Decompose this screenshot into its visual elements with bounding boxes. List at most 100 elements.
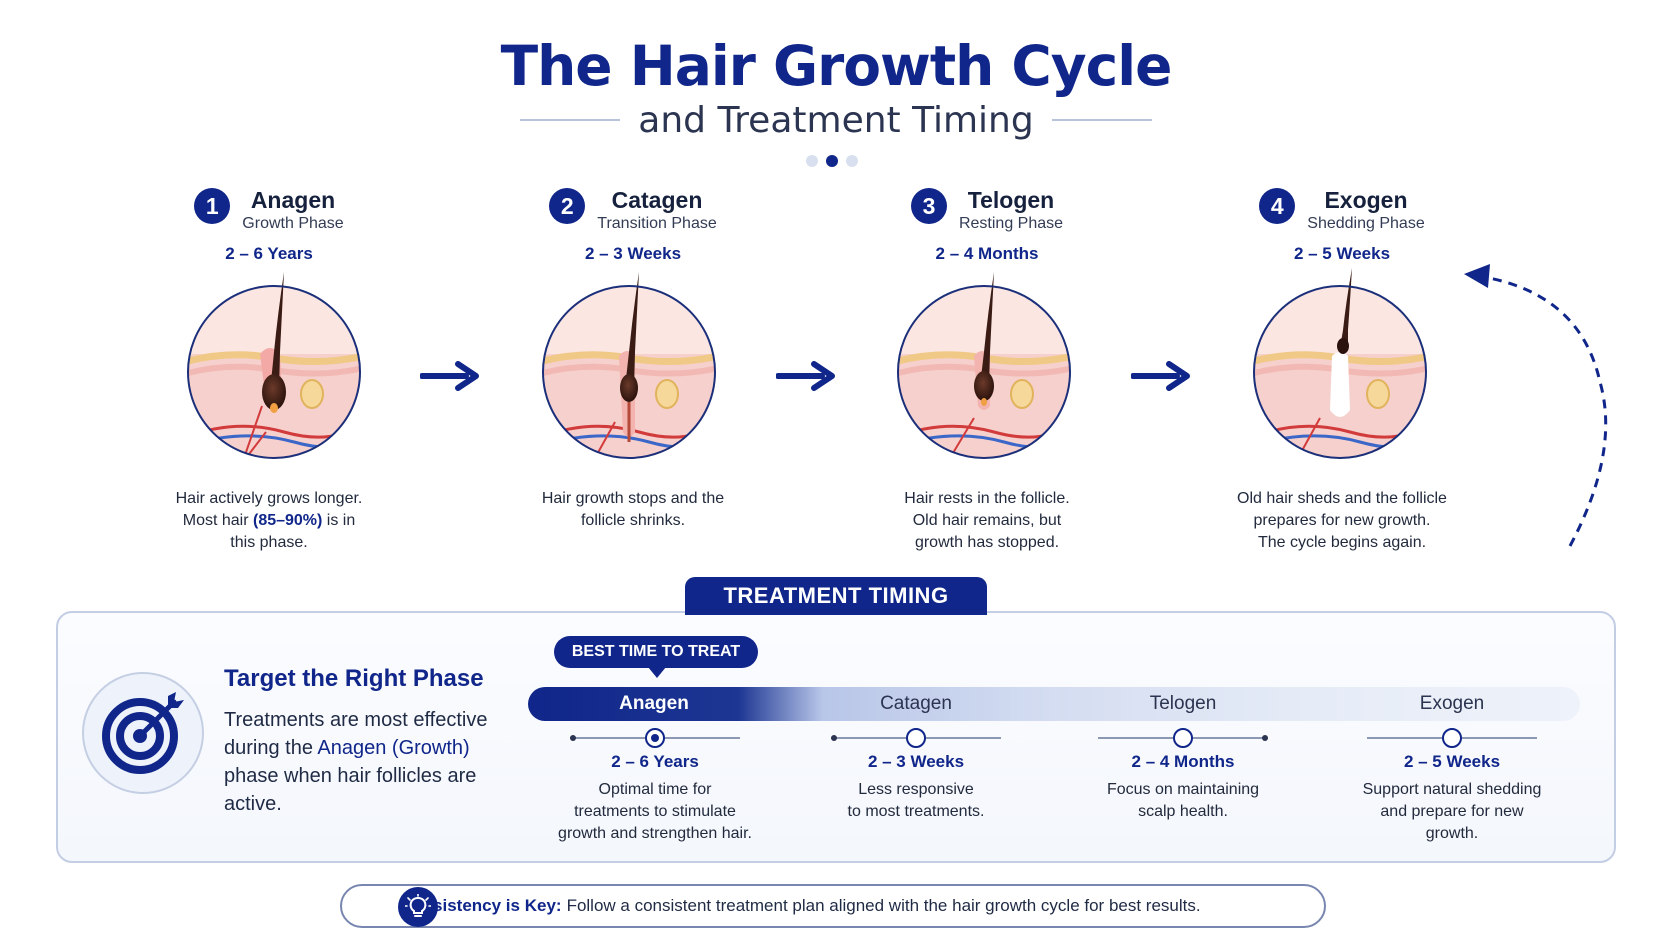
follicle-illustration-catagen	[542, 272, 716, 459]
timeline-segment-exogen: Exogen	[1419, 693, 1485, 714]
timing-line: Optimal time for	[598, 781, 712, 798]
phase-name: Exogen	[1324, 187, 1408, 213]
timing-duration: 2 – 6 Years	[611, 752, 699, 771]
phase-names: Telogen Resting Phase	[959, 186, 1063, 234]
timing-line: scalp health.	[1138, 803, 1228, 820]
arrow-right-icon	[420, 361, 479, 391]
timing-line: Focus on maintaining	[1106, 781, 1260, 798]
timeline-end-dot	[831, 735, 837, 741]
phase-name: Catagen	[611, 187, 703, 213]
phase-description: Hair growth stops and the follicle shrin…	[468, 488, 798, 532]
curved-return-arrow-icon	[1464, 264, 1608, 547]
timing-line: treatments to stimulate	[574, 803, 736, 820]
timing-line: Less responsive	[858, 781, 974, 798]
timing-column-exogen: 2 – 5 Weeks Support natural shedding and…	[1327, 752, 1577, 845]
phase-name: Anagen	[250, 187, 336, 213]
desc-line: Hair growth stops and the	[541, 490, 725, 507]
subtitle-row: and Treatment Timing	[520, 95, 1153, 145]
desc-line: prepares for new growth.	[1253, 512, 1431, 529]
page-dots	[806, 155, 858, 167]
timeline-segment-telogen: Telogen	[1149, 693, 1217, 714]
timing-description: Less responsive to most treatments.	[791, 779, 1041, 823]
desc-text: is in	[322, 512, 356, 529]
follicle-illustration-exogen	[1253, 268, 1427, 459]
phase-names: Exogen Shedding Phase	[1307, 186, 1424, 234]
phase-subtitle: Growth Phase	[242, 215, 344, 232]
arrow-right-icon	[776, 361, 835, 391]
phase-catagen: 2 Catagen Transition Phase 2 – 3 Weeks H…	[468, 186, 798, 529]
phase-description: Old hair sheds and the follicle prepares…	[1177, 488, 1507, 554]
dot	[846, 155, 858, 167]
timeline-segment-catagen: Catagen	[880, 693, 952, 714]
phase-header: 4 Exogen Shedding Phase	[1177, 186, 1507, 234]
target-title: Target the Right Phase	[224, 665, 484, 692]
timing-column-telogen: 2 – 4 Months Focus on maintaining scalp …	[1058, 752, 1308, 823]
timing-column-anagen: 2 – 6 Years Optimal time for treatments …	[530, 752, 780, 845]
arrow-right-icon	[1131, 361, 1190, 391]
follicle-illustration-anagen	[187, 272, 361, 459]
treatment-timing-tab: TREATMENT TIMING	[685, 577, 987, 615]
subtitle-rule-right	[1051, 119, 1153, 121]
phase-subtitle: Shedding Phase	[1307, 215, 1425, 232]
desc-line: Hair actively grows longer.	[175, 490, 363, 507]
phase-duration: 2 – 3 Weeks	[584, 244, 682, 263]
timeline-node	[1442, 728, 1462, 748]
desc-line: Old hair sheds and the follicle	[1237, 490, 1447, 507]
timeline-marker-catagen	[831, 728, 1001, 748]
consistency-banner: Consistency is Key: Follow a consistent …	[340, 884, 1326, 928]
phase-header: 2 Catagen Transition Phase	[468, 186, 798, 234]
timing-description: Optimal time for treatments to stimulate…	[530, 779, 780, 845]
desc-line: follicle shrinks.	[580, 512, 686, 529]
dot	[806, 155, 818, 167]
timeline-node	[1173, 728, 1193, 748]
phase-number: 4	[1259, 188, 1296, 224]
timeline-node	[906, 728, 926, 748]
best-time-pointer	[648, 667, 666, 678]
timing-line: growth and strengthen hair.	[558, 825, 752, 842]
desc-line: Hair rests in the follicle.	[904, 490, 1070, 507]
phase-exogen: 4 Exogen Shedding Phase 2 – 5 Weeks Old …	[1177, 186, 1507, 551]
target-text-highlight: Anagen (Growth)	[317, 737, 470, 759]
dot-active	[826, 155, 838, 167]
consistency-text: Follow a consistent treatment plan align…	[566, 896, 1201, 915]
phase-name: Telogen	[967, 187, 1055, 213]
timing-line: growth.	[1425, 825, 1479, 842]
timeline-marker-anagen	[570, 728, 740, 748]
timeline-marker-telogen	[1098, 728, 1268, 748]
timeline-end-dot	[570, 735, 576, 741]
page-subtitle: and Treatment Timing	[638, 99, 1034, 141]
phase-description: Hair rests in the follicle. Old hair rem…	[822, 488, 1152, 554]
timing-duration: 2 – 4 Months	[1131, 752, 1235, 771]
phase-header: 3 Telogen Resting Phase	[822, 186, 1152, 234]
target-icon	[102, 692, 184, 774]
phase-anagen: 1 Anagen Growth Phase 2 – 6 Years Hair a…	[104, 186, 434, 551]
timing-duration: 2 – 3 Weeks	[867, 752, 965, 771]
phase-names: Catagen Transition Phase	[597, 186, 716, 234]
phase-timeline-bar	[528, 687, 1580, 721]
timeline-end-dot	[1262, 735, 1268, 741]
lightbulb-glyph	[405, 894, 431, 917]
timing-line: to most treatments.	[847, 803, 985, 820]
phase-telogen: 3 Telogen Resting Phase 2 – 4 Months Hai…	[822, 186, 1152, 551]
desc-highlight: (85–90%)	[252, 512, 323, 529]
timing-duration: 2 – 5 Weeks	[1403, 752, 1501, 771]
best-time-badge: BEST TIME TO TREAT	[554, 636, 758, 668]
follicle-illustration-telogen	[897, 272, 1071, 459]
phase-duration: 2 – 4 Months	[935, 244, 1039, 263]
target-text: Treatments are most effective during the…	[224, 706, 509, 818]
consistency-label: Consistency is Key:	[400, 896, 562, 915]
target-text-post: phase when hair follicles are active.	[224, 765, 477, 815]
target-badge	[82, 672, 204, 794]
desc-text: Most hair	[182, 512, 253, 529]
desc-line: The cycle begins again.	[1257, 534, 1427, 551]
timeline-node-active	[645, 728, 665, 748]
phase-subtitle: Transition Phase	[597, 215, 717, 232]
timeline-segment-anagen: Anagen	[619, 693, 689, 714]
phase-description: Hair actively grows longer. Most hair (8…	[104, 488, 434, 554]
timeline-marker-exogen	[1367, 728, 1537, 748]
desc-line: Most hair (85–90%) is in	[104, 510, 434, 532]
timing-line: Support natural shedding	[1362, 781, 1542, 798]
phase-header: 1 Anagen Growth Phase	[104, 186, 434, 234]
subtitle-rule-left	[520, 119, 621, 121]
phase-number: 1	[194, 188, 231, 224]
